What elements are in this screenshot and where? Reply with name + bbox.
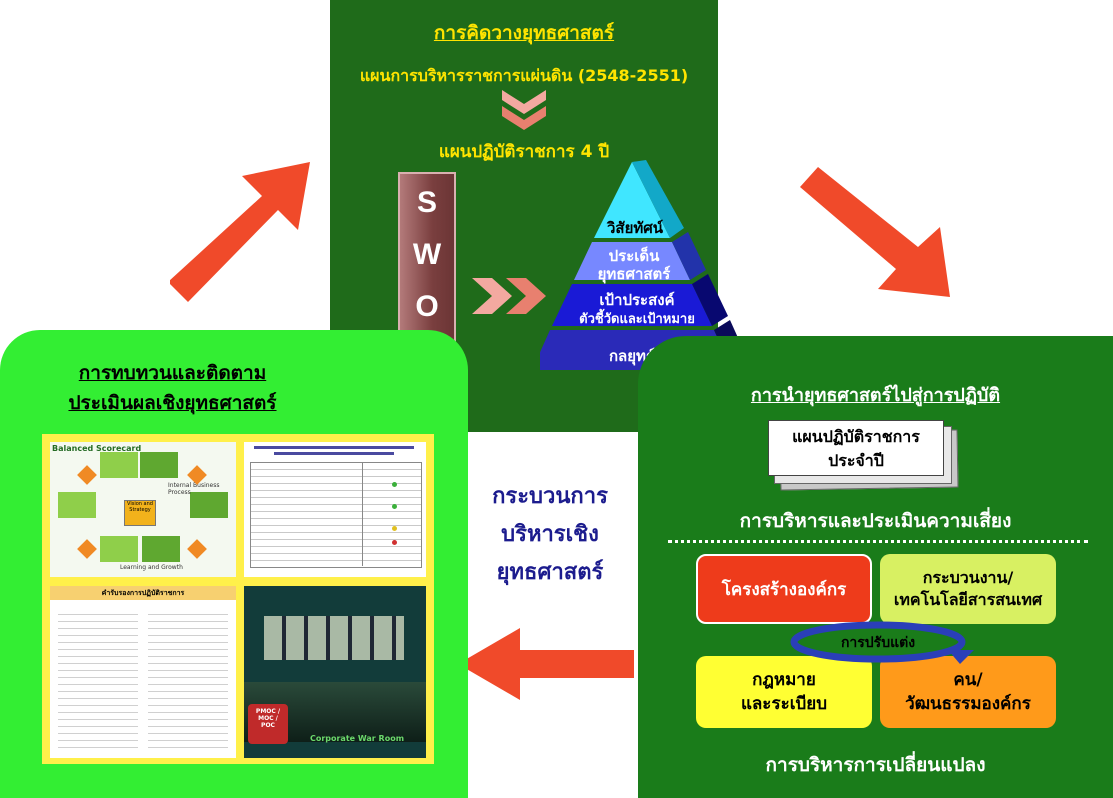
adjust-label: การปรับแต่ง <box>840 635 916 651</box>
implementation-panel-title: การนำยุทธศาสตร์ไปสู่การปฏิบัติ <box>750 385 1001 406</box>
cycle-arrow-icon <box>790 621 974 664</box>
strategy-pyramid <box>540 160 745 370</box>
law-line2: และระเบียบ <box>740 694 828 714</box>
people-culture-box: คน/ วัฒนธรรมองค์กร <box>880 656 1056 728</box>
review-image-frame: Balanced Scorecard Vision and Strategy I… <box>42 434 434 764</box>
risk-management-label: การบริหารและประเมินความเสี่ยง <box>739 510 1012 532</box>
swot-s: S <box>416 186 437 219</box>
swot-w: W <box>412 238 442 271</box>
bsc-learning-label: Learning and Growth <box>120 564 183 571</box>
bsc-internal-label: Internal Business Process <box>168 482 220 496</box>
review-panel: การทบทวนและติดตาม ประเมินผลเชิงยุทธศาสตร… <box>0 330 468 798</box>
war-room-thumb: PMOC / MOC / POC Corporate War Room <box>244 586 426 758</box>
implementation-panel: การนำยุทธศาสตร์ไปสู่การปฏิบัติ แผนปฏิบัต… <box>638 336 1113 798</box>
arrow-left-icon <box>458 628 634 700</box>
chevron-down-icon <box>502 90 546 130</box>
review-panel-title: การทบทวนและติดตาม ประเมินผลเชิงยุทธศาสตร… <box>0 358 345 418</box>
national-admin-plan: แผนการบริหารราชการแผ่นดิน (2548-2551) <box>359 66 689 85</box>
bsc-vision-box: Vision and Strategy <box>124 500 156 526</box>
process-it-box: กระบวนงาน/ เทคโนโลยีสารสนเทศ <box>880 554 1056 624</box>
center-line1: กระบวนการ <box>492 484 608 509</box>
war-room-badge: PMOC / MOC / POC <box>255 708 281 729</box>
org-structure-box: โครงสร้างองค์กร <box>696 554 872 624</box>
four-year-plan: แผนปฏิบัติราชการ 4 ปี <box>438 142 610 162</box>
pyramid-indicators: ตัวชี้วัดและเป้าหมาย <box>579 312 695 327</box>
pyramid-goal: เป้าประสงค์ <box>599 291 675 309</box>
performance-agreement-thumb: คำรับรองการปฏิบัติราชการ <box>50 586 236 758</box>
people-line1: คน/ <box>953 670 983 690</box>
annual-plan-doc: แผนปฏิบัติราชการ ประจำปี <box>768 420 944 476</box>
double-chevron-right-icon <box>472 278 546 314</box>
review-title-line1: การทบทวนและติดตาม <box>78 362 267 384</box>
center-line3: ยุทธศาสตร์ <box>496 560 604 585</box>
indicator-table-thumb <box>244 442 426 577</box>
process-it-line2: เทคโนโลยีสารสนเทศ <box>893 590 1043 609</box>
process-it-line1: กระบวนงาน/ <box>922 568 1014 587</box>
arrow-down-right-icon <box>800 167 950 297</box>
law-regulation-box: กฎหมาย และระเบียบ <box>696 656 872 728</box>
change-management-label: การบริหารการเปลี่ยนแปลง <box>765 754 986 776</box>
annual-plan-line2: ประจำปี <box>828 451 884 470</box>
pyramid-strategic-issue-1: ประเด็น <box>608 247 660 265</box>
arrow-up-right-icon <box>170 162 310 302</box>
center-process-label: กระบวนการ บริหารเชิง ยุทธศาสตร์ <box>466 478 634 592</box>
swot-o: O <box>415 290 439 323</box>
balanced-scorecard-thumb: Balanced Scorecard Vision and Strategy I… <box>50 442 236 577</box>
annual-plan-line1: แผนปฏิบัติราชการ <box>792 427 920 446</box>
war-room-caption: Corporate War Room <box>309 734 405 743</box>
review-title-line2: ประเมินผลเชิงยุทธศาสตร์ <box>68 392 277 414</box>
doc-title: คำรับรองการปฏิบัติราชการ <box>101 589 185 597</box>
strategy-panel-title: การคิดวางยุทธศาสตร์ <box>433 22 615 44</box>
center-line2: บริหารเชิง <box>501 522 599 547</box>
people-line2: วัฒนธรรมองค์กร <box>905 694 1031 714</box>
dotted-divider <box>668 540 1088 543</box>
law-line1: กฎหมาย <box>752 670 816 690</box>
bsc-title: Balanced Scorecard <box>52 444 142 453</box>
pyramid-strategic-issue-2: ยุทธศาสตร์ <box>597 265 671 283</box>
pyramid-vision: วิสัยทัศน์ <box>606 219 664 237</box>
